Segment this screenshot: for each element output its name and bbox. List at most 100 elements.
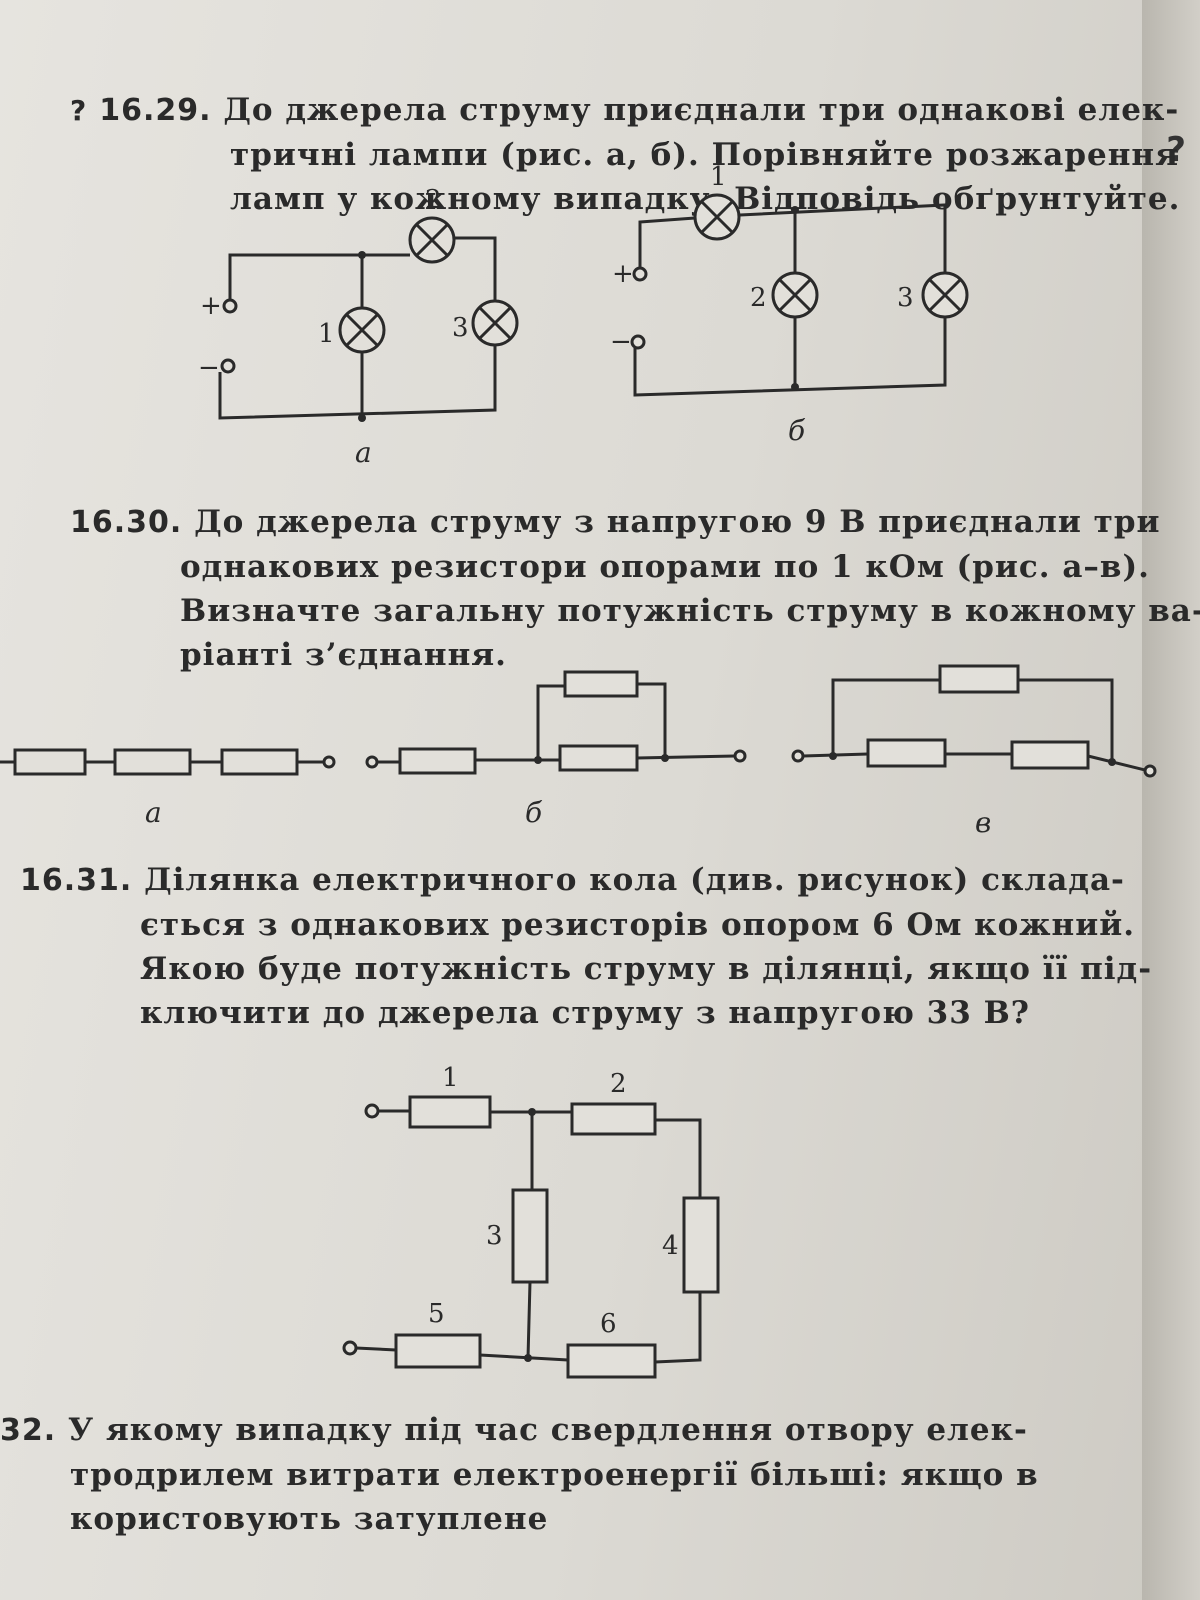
resistor [220,748,299,776]
terminal-minus [630,334,646,350]
figure-caption: б [788,414,806,447]
problem-text: До джерела струму з напругою 9 В приєдна… [194,504,1161,540]
resistor [682,1196,720,1294]
junction-node [1108,758,1116,766]
wire [455,236,497,300]
question-mark-icon: ? [70,94,88,127]
figure-caption: в [975,806,991,839]
figure-16-29-b: + − 1 2 3 б [610,162,969,447]
lamp-number: 1 [710,162,727,192]
resistor-number: 2 [610,1069,627,1099]
junction-node [791,383,799,391]
problem-line: тродрилем витрати електроенергії більші:… [70,1457,1039,1493]
resistor-number: 4 [662,1231,679,1261]
lamp-number: 3 [897,283,914,313]
problem-line: 16.30. До джерела струму з напругою 9 В … [70,500,1159,545]
resistor [566,1343,657,1379]
junction-node [524,1354,532,1362]
figure-caption: а [355,436,372,469]
problem-16-29: ?16.29. До джерела струму приєднали три … [70,88,1180,221]
resistor-number: 1 [442,1063,459,1093]
terminal [322,755,336,769]
terminal-plus [222,298,238,314]
figure-caption: а [145,796,162,829]
junction-node [791,206,799,214]
figure-16-30-c: в [791,664,1157,839]
problem-line: 16.31. Ділянка електричного кола (див. р… [20,858,1124,903]
problem-line: ріанті з’єднання. [180,637,507,673]
resistor [394,1333,482,1369]
problem-text: До джерела струму приєднали три однакові… [223,92,1180,128]
wire [831,678,1114,762]
plus-label: + [612,259,634,289]
lamp-number: 2 [425,185,442,215]
lamp-icon [921,271,969,319]
problem-number: 16.30. [70,505,183,540]
lamp-icon [471,299,519,347]
problem-line: 32. У якому випадку під час свердлення о… [0,1408,1080,1453]
problem-text: У якому випадку під час свердлення отвор… [67,1412,1028,1448]
plus-label: + [200,291,222,321]
lamp-icon [338,306,386,354]
wire [739,203,947,272]
wire [654,1292,702,1364]
resistor [113,748,192,776]
wire [633,318,947,397]
resistor [1010,740,1090,770]
problem-16-30: 16.30. До джерела струму з напругою 9 В … [70,500,1200,677]
next-page-edge: ? [1142,0,1200,1600]
lamp-icon [693,193,741,241]
figure-16-30-b: б [365,670,747,829]
wire [355,1346,569,1362]
problem-line: Якою буде потужність струму в ділянці, я… [140,951,1153,987]
resistor [398,747,477,775]
figure-16-30-a: а [0,748,336,829]
resistor [558,744,639,772]
wire [638,216,696,268]
problem-number: 16.31. [20,863,133,898]
resistor-number: 6 [600,1309,617,1339]
problem-number: 32. [0,1413,57,1448]
wire [377,754,736,764]
question-mark-icon: ? [1166,130,1186,170]
wire [536,682,667,760]
lamp-number: 2 [750,283,767,313]
wire [802,752,1146,772]
figure-16-29-a: + − 2 1 3 а [198,185,519,469]
problem-line: ключити до джерела струму з напругою 33 … [140,995,1030,1031]
problem-line: тричні лампи (рис. а, б). Порівняйте роз… [230,137,1180,173]
junction-node [358,251,366,259]
terminal [342,1340,358,1356]
wire [228,253,410,300]
resistor [938,664,1020,694]
figure-caption: б [525,796,543,829]
problem-line: ?16.29. До джерела струму приєднали три … [70,88,1178,133]
junction-node [661,754,669,762]
resistor [563,670,639,698]
junction-node [829,752,837,760]
problem-line: користовують затуплене [70,1501,549,1537]
wire [218,345,497,420]
problem-line: Визначте загальну потужність струму в ко… [180,593,1200,629]
terminal [365,755,379,769]
terminal [733,749,747,763]
problem-line: ється з однакових резисторів опором 6 Ом… [140,907,1136,943]
resistor [570,1102,657,1136]
resistor [511,1188,549,1284]
resistor [866,738,947,768]
lamp-number: 1 [318,319,335,349]
terminal-minus [220,358,236,374]
lamp-icon [408,216,456,264]
minus-label: − [198,353,220,383]
terminal-plus [632,266,648,282]
terminal [364,1103,380,1119]
lamp-icon [771,271,819,319]
problem-16-31: 16.31. Ділянка електричного кола (див. р… [20,858,1153,1035]
resistor [13,748,87,776]
resistor-number: 5 [428,1299,445,1329]
resistor-number: 3 [486,1221,503,1251]
figure-16-31: 1 2 3 4 5 6 [342,1063,720,1379]
junction-node [534,756,542,764]
